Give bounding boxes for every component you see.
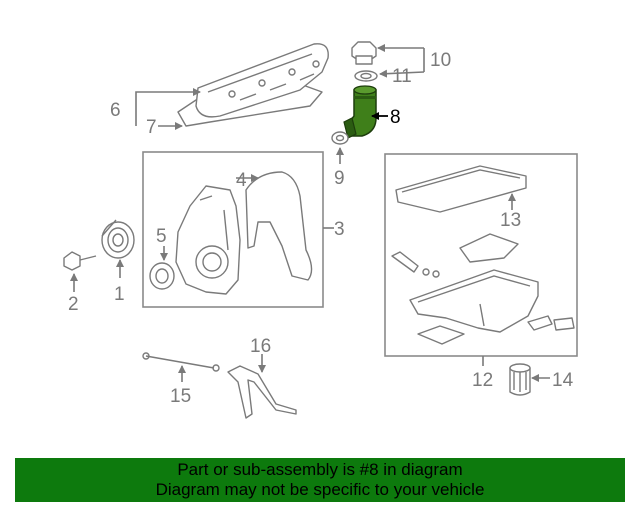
callout-14: 14 — [552, 370, 574, 391]
dipstick-tube — [227, 365, 297, 419]
parts-diagram: 6 7 10 11 8 9 3 4 5 — [63, 41, 578, 419]
callout-5: 5 — [156, 226, 167, 247]
callout-1: 1 — [114, 284, 125, 305]
callout-4: 4 — [236, 170, 247, 191]
callout-12: 12 — [472, 370, 493, 391]
callout-8: 8 — [390, 107, 401, 128]
oil-dipstick — [142, 352, 220, 372]
info-banner: Part or sub-assembly is #8 in diagram Di… — [15, 458, 625, 502]
banner-line-1: Part or sub-assembly is #8 in diagram — [177, 460, 463, 479]
oil-pump-pickup — [391, 233, 519, 278]
oil-filter — [509, 363, 531, 396]
callout-13: 13 — [500, 210, 521, 231]
callout-6: 6 — [110, 100, 121, 121]
balancer-bolt — [63, 251, 97, 271]
valve-cover-assembly — [177, 43, 329, 127]
oil-filler-cap — [351, 41, 378, 82]
callout-7: 7 — [146, 117, 157, 138]
callout-2: 2 — [68, 294, 79, 315]
callout-15: 15 — [170, 386, 191, 407]
timing-cover-box — [142, 151, 324, 308]
harmonic-balancer — [101, 219, 135, 259]
oil-pan-gasket — [395, 165, 527, 213]
o-ring — [331, 131, 349, 145]
callout-16: 16 — [250, 336, 271, 357]
timing-cover-gasket — [245, 171, 313, 281]
oil-filler-tube-highlighted — [343, 85, 377, 139]
callout-10: 10 — [430, 50, 451, 71]
callout-9: 9 — [334, 168, 345, 189]
callout-11: 11 — [392, 66, 412, 87]
oil-pan — [409, 269, 575, 345]
callout-3: 3 — [334, 219, 345, 240]
oil-pan-box — [384, 153, 578, 357]
timing-cover — [175, 185, 241, 295]
front-seal — [149, 262, 175, 290]
banner-line-2: Diagram may not be specific to your vehi… — [155, 480, 485, 499]
